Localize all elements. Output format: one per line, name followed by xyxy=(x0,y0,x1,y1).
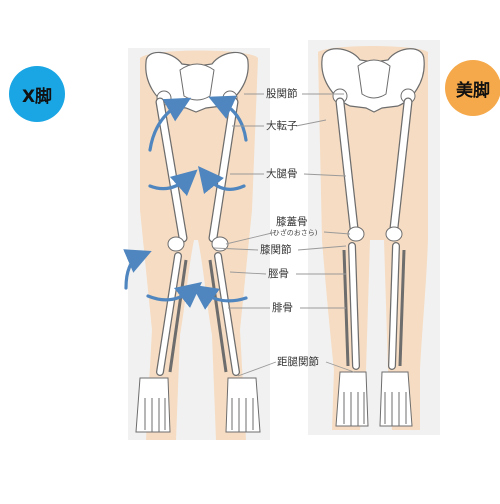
label-femur: 大腿骨 xyxy=(266,168,298,180)
x-leg-patella-left xyxy=(167,236,185,252)
beautiful-legs-badge: 美脚 xyxy=(445,60,500,116)
label-talocrural-joint: 距腿関節 xyxy=(277,356,319,368)
x-leg-patella-right xyxy=(211,236,229,252)
label-patella: 膝蓋骨 xyxy=(276,216,308,228)
x-legs-badge-text: X脚 xyxy=(21,86,53,107)
label-knee-joint: 膝関節 xyxy=(260,244,292,256)
beautiful-legs-badge-text: 美脚 xyxy=(456,80,490,101)
straight-leg-patella-right xyxy=(385,226,403,242)
x-leg-foot-right xyxy=(225,377,261,433)
label-hip-joint: 股関節 xyxy=(266,88,298,100)
straight-leg-foot-right xyxy=(379,371,413,427)
leader-lines xyxy=(213,93,355,377)
label-greater-trochanter: 大転子 xyxy=(266,120,298,132)
x-leg-rotation-arrows xyxy=(123,95,248,310)
straight-leg-foot-left xyxy=(335,371,369,427)
x-leg-figure xyxy=(123,50,261,440)
straight-leg-patella-left xyxy=(347,226,365,242)
label-patella-reading: (ひざのおさら) xyxy=(270,229,318,237)
label-tibia: 脛骨 xyxy=(268,268,289,280)
label-fibula: 腓骨 xyxy=(272,302,293,314)
straight-leg-figure xyxy=(318,46,428,430)
x-legs-badge: X脚 xyxy=(9,66,65,122)
